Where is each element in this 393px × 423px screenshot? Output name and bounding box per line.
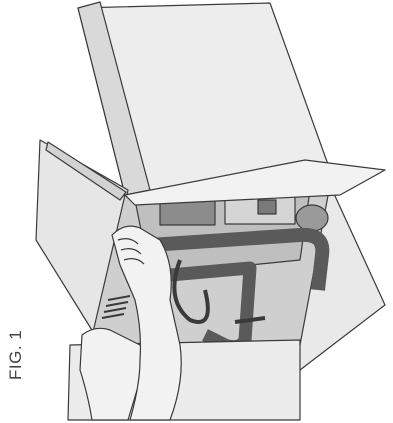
generator-knob — [296, 205, 328, 231]
figure-label: FIG. 1 — [6, 330, 26, 380]
generator-switch — [258, 200, 276, 214]
